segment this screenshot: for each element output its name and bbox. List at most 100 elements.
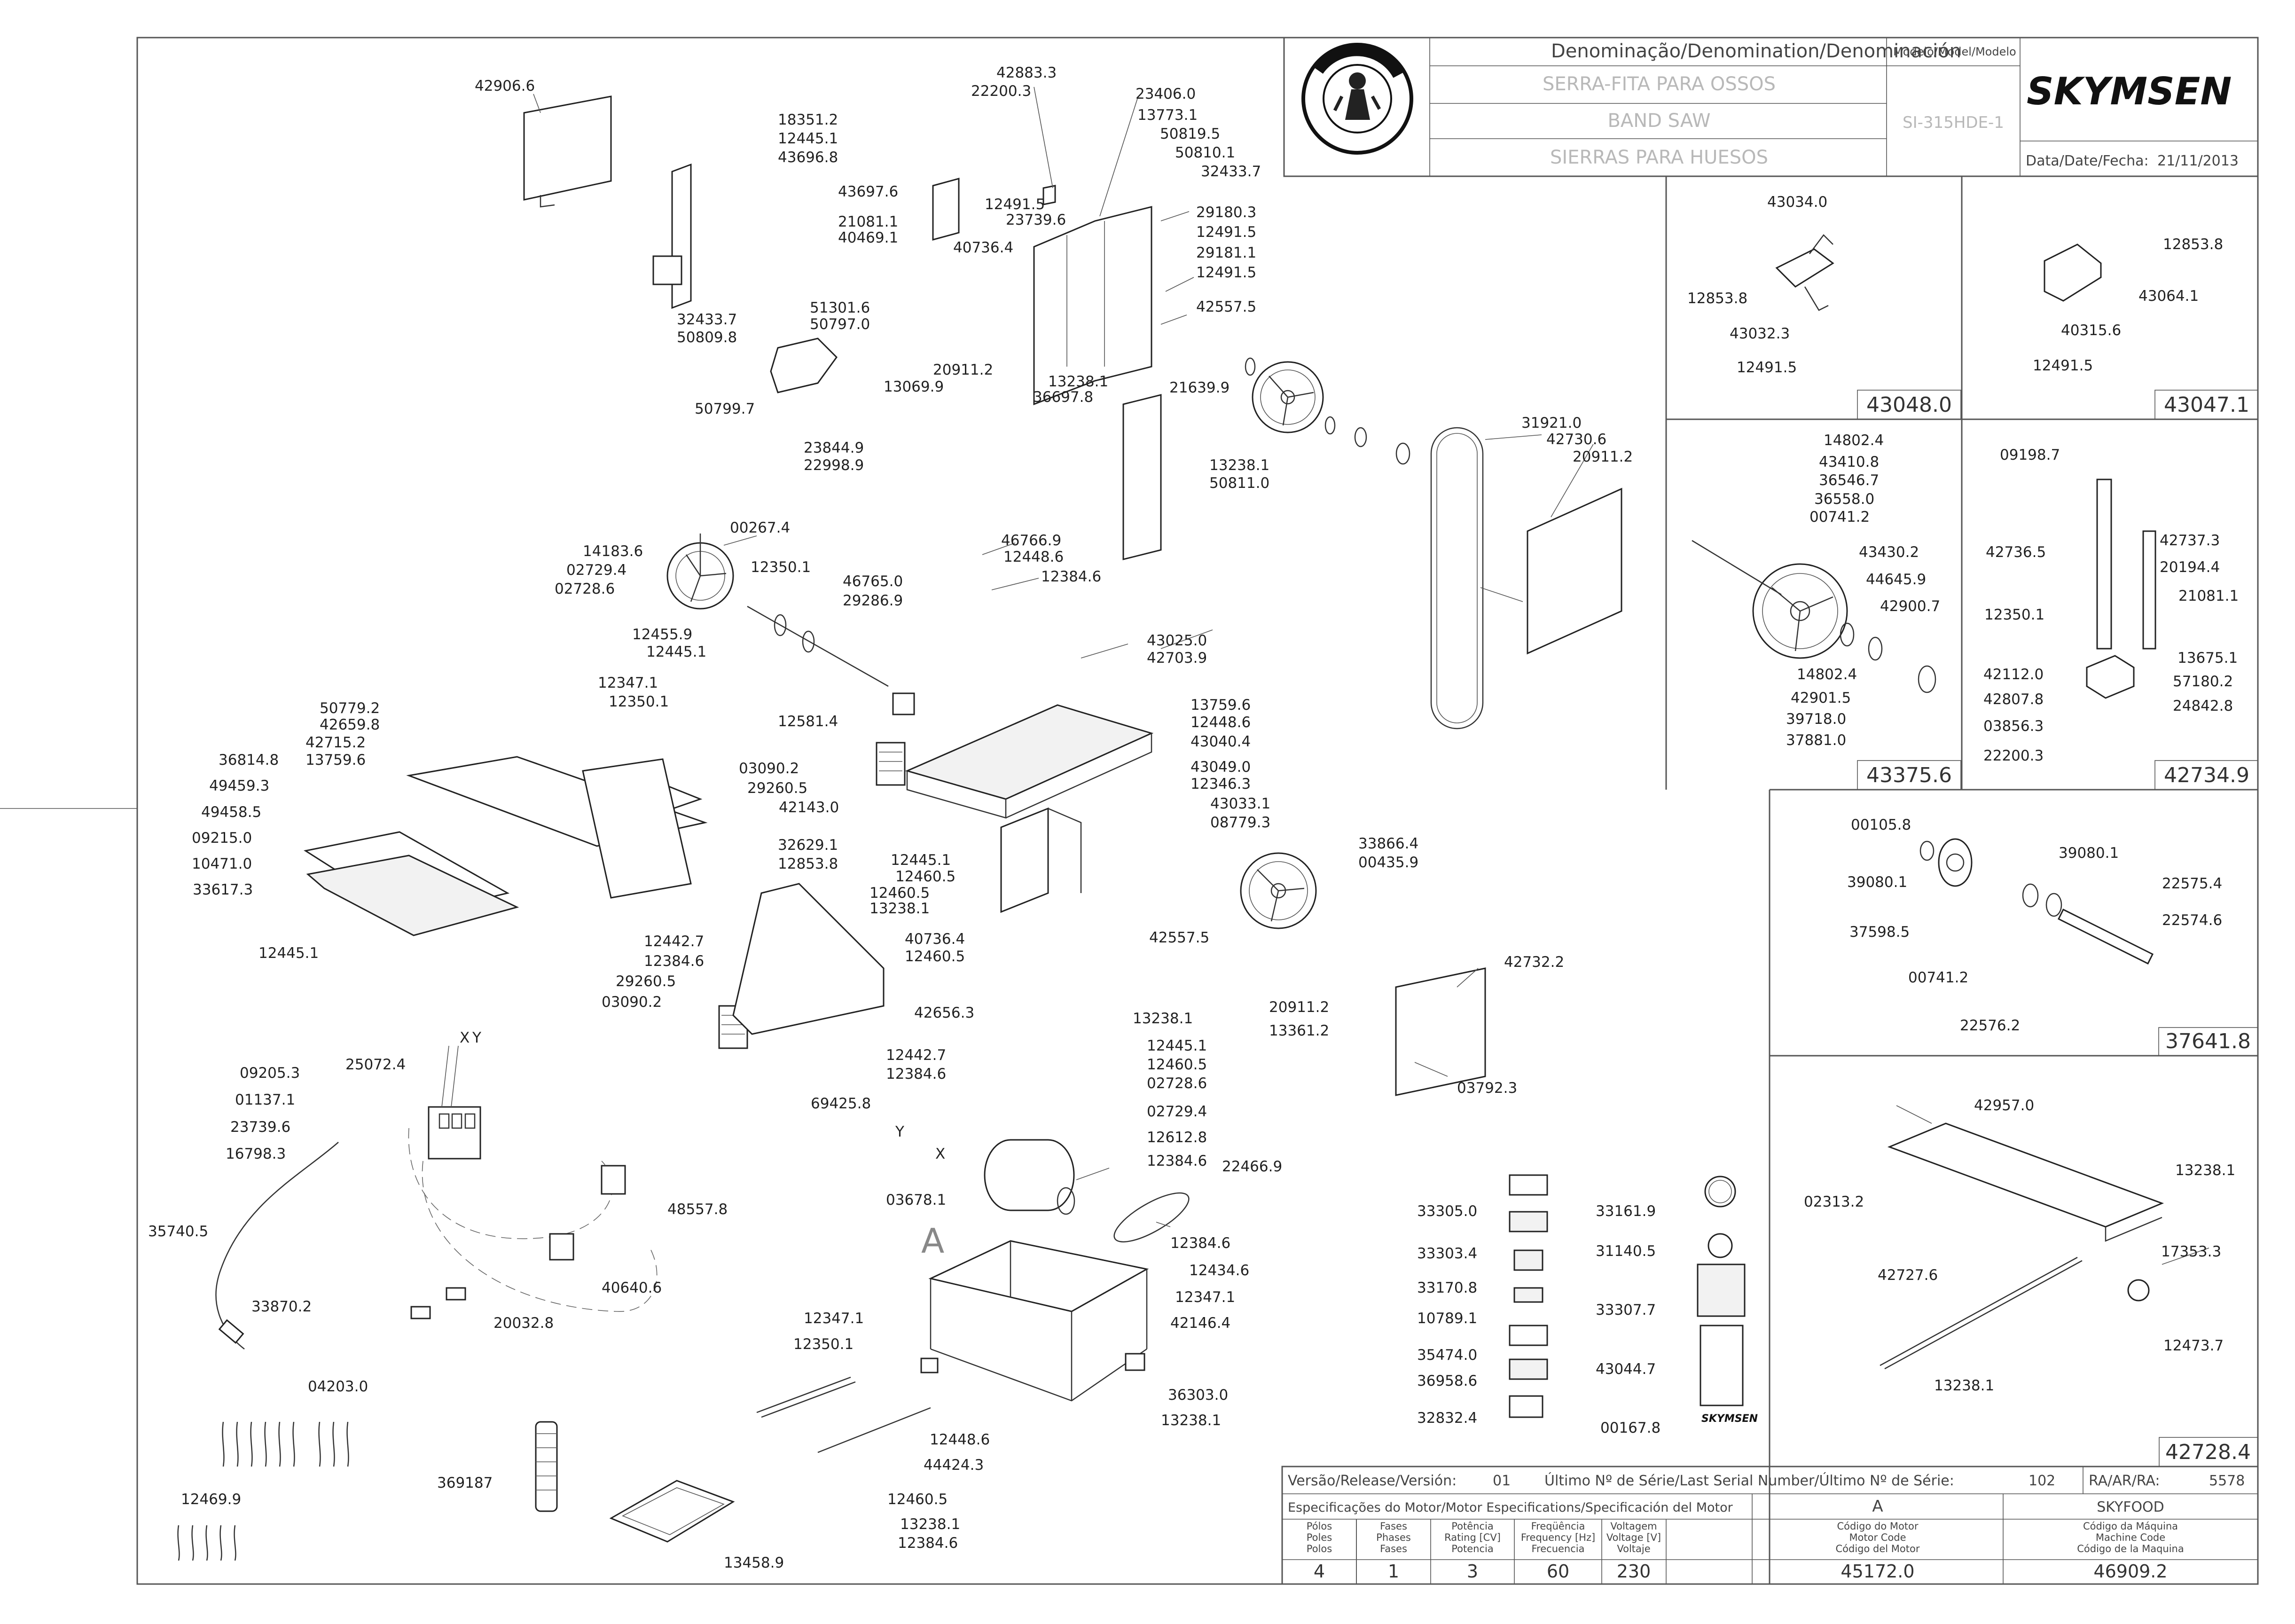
power-cable xyxy=(215,1142,339,1349)
part-label: 33161.9 xyxy=(1596,1203,1656,1220)
switch-40640 xyxy=(549,1233,574,1261)
part-label: 13238.1 xyxy=(1133,1010,1193,1027)
part-label: 00435.9 xyxy=(1358,854,1418,871)
part-label: 09198.7 xyxy=(2000,447,2060,463)
part-label: 23406.0 xyxy=(1136,86,1196,102)
part-label: 42727.6 xyxy=(1878,1267,1938,1284)
part-label: 21639.9 xyxy=(1169,379,1230,396)
denomination-header: Denominação/Denomination/Denominación xyxy=(1551,40,1961,62)
part-label: 17353.3 xyxy=(2161,1243,2221,1260)
part-label: 00741.2 xyxy=(1809,509,1870,526)
part-label: 40469.1 xyxy=(838,229,898,246)
part-label: 42737.3 xyxy=(2160,532,2220,549)
part-label: 51301.6 xyxy=(810,299,870,316)
part-label: 22466.9 xyxy=(1222,1158,1282,1175)
part-label: 13238.1 xyxy=(1934,1377,1994,1394)
title-block: Denominação/Denomination/Denominación Mo… xyxy=(1283,37,2259,177)
part-label: 12491.5 xyxy=(985,196,1045,213)
sliding-table xyxy=(306,855,519,936)
part-label: 13238.1 xyxy=(1048,373,1108,390)
part-label: 12460.5 xyxy=(905,948,965,965)
part-label: 14802.4 xyxy=(1824,432,1884,449)
part-label: 50810.1 xyxy=(1175,144,1235,161)
decal-43044 xyxy=(1700,1325,1744,1406)
part-label: 35474.0 xyxy=(1417,1347,1477,1364)
part-label: 42112.0 xyxy=(1983,666,2044,683)
svg-text:Código do Motor: Código do Motor xyxy=(1837,1521,1918,1532)
part-label: 02729.4 xyxy=(566,562,627,579)
svg-text:Potência: Potência xyxy=(1451,1521,1493,1532)
part-label: 20194.4 xyxy=(2160,559,2220,576)
part-label: 09205.3 xyxy=(240,1065,300,1082)
svg-text:SKYMSEN: SKYMSEN xyxy=(2027,70,2232,113)
wire-tag: X xyxy=(935,1145,945,1162)
part-label: 22998.9 xyxy=(804,457,864,474)
decal-32832 xyxy=(1509,1395,1543,1418)
assembly-number: 42728.4 xyxy=(2165,1440,2251,1464)
part-label: 12612.8 xyxy=(1147,1129,1207,1146)
part-label: 21081.1 xyxy=(838,213,898,230)
part-label: 36814.8 xyxy=(219,752,279,769)
part-label: 42957.0 xyxy=(1974,1097,2034,1114)
ra-value: 5578 xyxy=(2209,1473,2245,1489)
decal-36958 xyxy=(1509,1358,1548,1380)
part-label: 43034.0 xyxy=(1767,194,1827,211)
part-label: 08779.3 xyxy=(1210,814,1270,831)
inset-hub xyxy=(1938,838,1973,887)
part-label: 29260.5 xyxy=(747,780,807,797)
part-label: 12445.1 xyxy=(778,130,838,147)
spec-col-machine-code: Código da Máquina Machine Code Código de… xyxy=(2077,1521,2184,1582)
part-label: 42901.5 xyxy=(1791,690,1851,706)
part-label: 12491.5 xyxy=(1196,264,1256,281)
date-label: Data/Date/Fecha: xyxy=(2026,153,2149,169)
part-label: 12853.8 xyxy=(2163,236,2223,253)
inset-bracket xyxy=(2044,243,2102,302)
collection-tray xyxy=(609,1480,735,1543)
part-label: 10789.1 xyxy=(1417,1310,1477,1327)
part-label: 42732.2 xyxy=(1504,954,1564,971)
decal-33161 xyxy=(1704,1176,1736,1208)
flexible-conduit xyxy=(535,1421,558,1512)
model-number: SI-315HDE-1 xyxy=(1903,113,2004,132)
part-label: 12384.6 xyxy=(1170,1235,1230,1252)
part-label: 12460.5 xyxy=(1147,1056,1207,1073)
product-name-en: BAND SAW xyxy=(1607,110,1710,132)
part-label: 36546.7 xyxy=(1819,472,1879,489)
part-label: 03090.2 xyxy=(602,994,662,1011)
skymsen-logo: SKYMSEN xyxy=(2027,70,2232,113)
part-label: 12473.7 xyxy=(2163,1337,2224,1354)
svg-text:Código de la Maquina: Código de la Maquina xyxy=(2077,1543,2184,1554)
part-label: 13458.9 xyxy=(724,1554,784,1571)
part-label: 22575.4 xyxy=(2162,875,2222,892)
model-header: Modelo/Model/Modelo xyxy=(1893,45,2016,58)
svg-text:Voltaje: Voltaje xyxy=(1617,1543,1650,1554)
part-label: 13759.6 xyxy=(1191,697,1251,714)
svg-text:Potencia: Potencia xyxy=(1451,1543,1493,1554)
part-label: 44424.3 xyxy=(924,1457,984,1474)
part-label: 37598.5 xyxy=(1849,924,1910,941)
assembly-number: 42734.9 xyxy=(2164,763,2249,787)
assembly-number: 43047.1 xyxy=(2164,393,2249,417)
part-label: 36958.6 xyxy=(1417,1373,1477,1389)
part-label: 13238.1 xyxy=(900,1516,960,1533)
part-label: 43032.3 xyxy=(1730,325,1790,342)
date-value: 21/11/2013 xyxy=(2157,153,2239,169)
part-label: 12350.1 xyxy=(609,693,669,710)
part-label: 43044.7 xyxy=(1596,1361,1656,1378)
switch-48557 xyxy=(601,1165,626,1195)
svg-text:Motor Code: Motor Code xyxy=(1849,1532,1906,1543)
part-label: 42659.8 xyxy=(320,716,380,733)
part-label: 12347.1 xyxy=(804,1310,864,1327)
wire-tag: Y xyxy=(895,1123,904,1140)
part-label: 36558.0 xyxy=(1814,491,1874,508)
part-label: 12346.3 xyxy=(1191,776,1251,792)
decal-33170 xyxy=(1513,1249,1543,1271)
serial-value: 102 xyxy=(2029,1473,2055,1489)
spec-col-voltage: Voltagem Voltage [V] Voltaje 230 xyxy=(1606,1521,1661,1582)
inset-guide-post xyxy=(2096,479,2112,650)
part-label: 03090.2 xyxy=(739,760,799,777)
side-panel-lower xyxy=(1395,967,1486,1096)
part-label: 00105.8 xyxy=(1851,816,1911,833)
part-label: 13361.2 xyxy=(1269,1022,1329,1039)
